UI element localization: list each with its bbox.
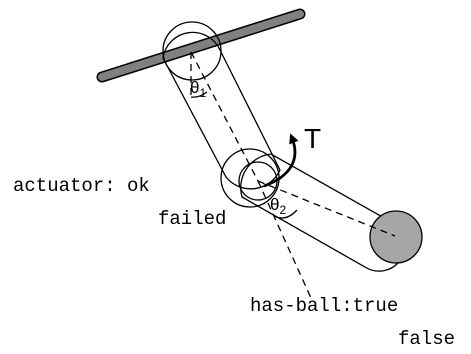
- torque-arrow: [263, 133, 299, 188]
- has-ball-status-label: has-ball:true: [250, 295, 398, 317]
- upper-axis-extension: [257, 180, 312, 299]
- ball: [369, 210, 423, 264]
- theta1-label: θ1: [190, 78, 206, 100]
- has-ball-alt-label: false: [398, 328, 455, 350]
- upper-link-axis: [190, 51, 259, 182]
- lower-link-axis: [257, 180, 396, 237]
- theta2-arc: [273, 209, 298, 219]
- upper-link: [162, 31, 281, 190]
- actuator-status-label: actuator: ok: [13, 175, 150, 197]
- shoulder-joint: [162, 21, 222, 81]
- theta1-arc: [190, 91, 208, 98]
- ceiling-bar-fill: [98, 10, 304, 81]
- theta2-label: θ2: [270, 195, 286, 217]
- torque-label: T: [304, 123, 321, 154]
- actuator-alt-label: failed: [158, 208, 226, 230]
